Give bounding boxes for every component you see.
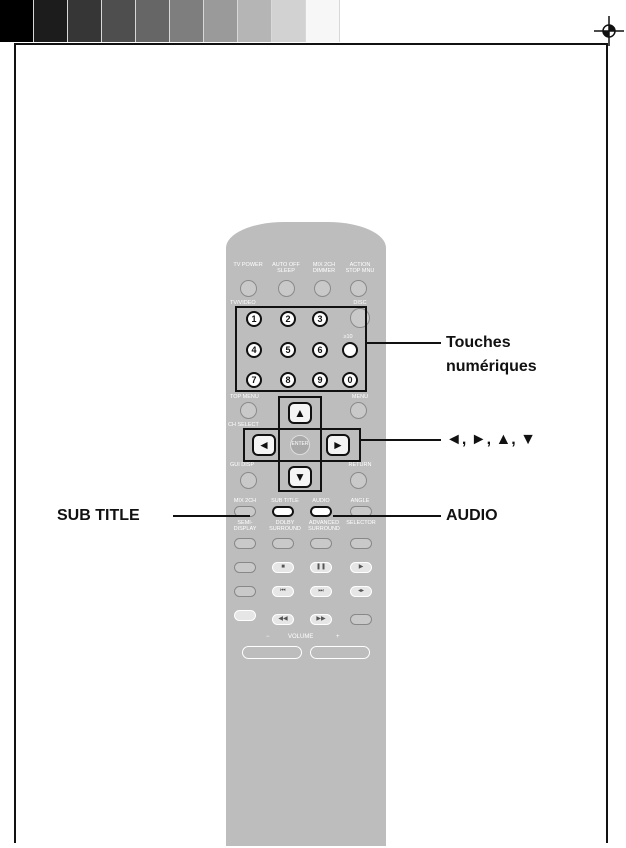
audio-callout: AUDIO xyxy=(446,507,498,524)
remote-control: TV POWER AUTO OFF SLEEP MIX 2CH DIMMER A… xyxy=(226,222,386,846)
dolby-surround-button[interactable] xyxy=(272,538,294,549)
auto-off-label: AUTO OFF SLEEP xyxy=(272,262,300,274)
play-button[interactable]: ▶ xyxy=(350,562,372,573)
numeriques-callout: numériques xyxy=(446,358,537,375)
num-key-6[interactable]: 6 xyxy=(312,342,328,358)
num-key-7[interactable]: 7 xyxy=(246,372,262,388)
num-key-3[interactable]: 3 xyxy=(312,311,328,327)
selector-button[interactable] xyxy=(350,538,372,549)
advanced-surround-button[interactable] xyxy=(310,538,332,549)
tv-video-label: TV/VIDEO xyxy=(230,300,256,306)
touches-callout: Touches xyxy=(446,334,511,351)
return-label: RETURN xyxy=(348,462,372,468)
tape-button[interactable]: ◂▸ xyxy=(350,586,372,597)
arrow-right-button[interactable]: ► xyxy=(326,434,350,456)
subtitle-callout: SUB TITLE xyxy=(57,507,140,524)
advanced-surround-label: ADVANCED SURROUND xyxy=(308,520,340,532)
sub-title-row-label: SUB TITLE xyxy=(271,498,299,504)
audio-button[interactable] xyxy=(310,506,332,517)
volume-plus-label: + xyxy=(336,634,340,640)
stop-button[interactable]: ■ xyxy=(272,562,294,573)
ten-plus-label: ≥10 xyxy=(343,334,353,340)
selector-label: SELECTOR xyxy=(346,520,376,526)
pause-button[interactable]: ❚❚ xyxy=(310,562,332,573)
arrows-callout: ◄, ►, ▲, ▼ xyxy=(446,431,537,448)
arrow-left-button[interactable]: ◄ xyxy=(252,434,276,456)
mix-2ch-button[interactable] xyxy=(314,280,331,297)
audio-row-label: AUDIO xyxy=(312,498,330,504)
return-button[interactable] xyxy=(350,472,367,489)
action-button[interactable] xyxy=(350,280,367,297)
tv-power-label: TV POWER xyxy=(233,262,263,268)
menu-label: MENU xyxy=(351,394,369,400)
volume-down-button[interactable] xyxy=(242,646,302,659)
fast-forward-button[interactable]: ▶▶ xyxy=(310,614,332,625)
swatch-7 xyxy=(238,0,272,42)
swatch-5 xyxy=(170,0,204,42)
mix-2ch-row-label: MIX 2CH xyxy=(233,498,257,504)
sub-title-button[interactable] xyxy=(272,506,294,517)
auto-off-button[interactable] xyxy=(278,280,295,297)
registration-mark-icon xyxy=(594,16,624,46)
arrow-down-button[interactable]: ▼ xyxy=(288,466,312,488)
mix-2ch-label: MIX 2CH DIMMER xyxy=(312,262,336,274)
num-key-1[interactable]: 1 xyxy=(246,311,262,327)
volume-minus-label: − xyxy=(266,634,270,640)
swatch-9 xyxy=(306,0,340,42)
angle-row-label: ANGLE xyxy=(350,498,370,504)
skip-forward-button[interactable]: ⏭ xyxy=(310,586,332,597)
numeric-keys-highlight xyxy=(235,306,367,392)
color-calibration-bar xyxy=(0,0,340,42)
ch-select-label: CH SELECT xyxy=(228,422,259,428)
num-key-0[interactable]: 0 xyxy=(342,372,358,388)
arrow-keys-highlight-vertical xyxy=(278,396,322,492)
transport-button-1[interactable] xyxy=(234,562,256,573)
dolby-surround-label: DOLBY SURROUND xyxy=(269,520,301,532)
swatch-8 xyxy=(272,0,306,42)
shift-button[interactable] xyxy=(234,610,256,621)
rewind-button[interactable]: ◀◀ xyxy=(272,614,294,625)
transport-button-2[interactable] xyxy=(234,586,256,597)
arrow-up-button[interactable]: ▲ xyxy=(288,402,312,424)
skip-back-button[interactable]: ⏮ xyxy=(272,586,294,597)
swatch-4 xyxy=(136,0,170,42)
num-key-ten-plus[interactable] xyxy=(342,342,358,358)
num-key-8[interactable]: 8 xyxy=(280,372,296,388)
audio-callout-line xyxy=(333,515,441,517)
swatch-1 xyxy=(34,0,68,42)
menu-button[interactable] xyxy=(350,402,367,419)
action-label: ACTION STOP MNU xyxy=(345,262,375,274)
semi-display-button[interactable] xyxy=(234,538,256,549)
volume-up-button[interactable] xyxy=(310,646,370,659)
volume-label: VOLUME xyxy=(288,634,314,640)
subtitle-callout-line xyxy=(173,515,250,517)
gui-disp-label: GUI DISP xyxy=(230,462,255,468)
touches-callout-line xyxy=(367,342,441,344)
num-key-9[interactable]: 9 xyxy=(312,372,328,388)
page-frame xyxy=(14,43,608,843)
disc-label: DISC xyxy=(353,300,367,306)
num-key-5[interactable]: 5 xyxy=(280,342,296,358)
swatch-2 xyxy=(68,0,102,42)
num-key-2[interactable]: 2 xyxy=(280,311,296,327)
arrow-keys-highlight-horizontal xyxy=(243,428,361,462)
swatch-0 xyxy=(0,0,34,42)
enter-button[interactable]: ENTER xyxy=(290,435,310,455)
gui-disp-button[interactable] xyxy=(240,472,257,489)
tv-power-button[interactable] xyxy=(240,280,257,297)
semi-display-label: SEMI- DISPLAY xyxy=(233,520,257,532)
top-menu-button[interactable] xyxy=(240,402,257,419)
tuner-button[interactable] xyxy=(350,614,372,625)
swatch-3 xyxy=(102,0,136,42)
swatch-6 xyxy=(204,0,238,42)
num-key-4[interactable]: 4 xyxy=(246,342,262,358)
top-menu-label: TOP MENU xyxy=(230,394,259,400)
arrows-callout-line xyxy=(361,439,441,441)
